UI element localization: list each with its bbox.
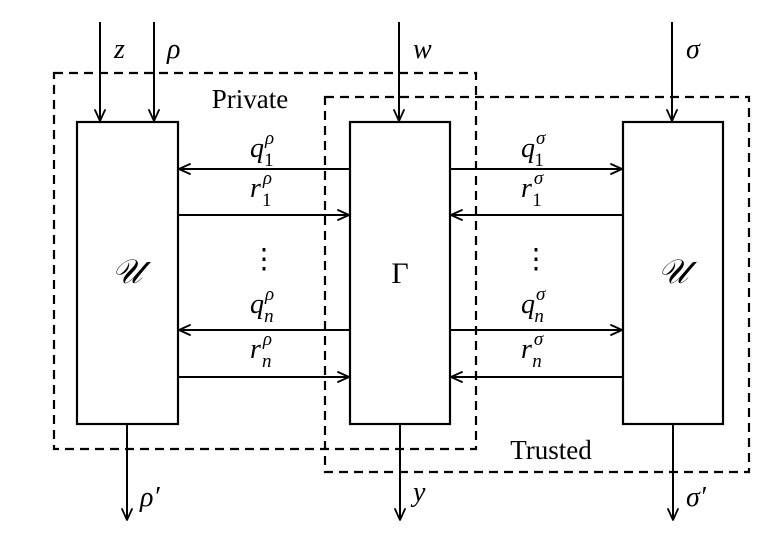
private-region (52, 71, 478, 451)
y-label: y (410, 477, 426, 508)
sigma-prime-label: σ′ (686, 482, 707, 513)
gamma-box (348, 120, 452, 426)
w-label: w (413, 34, 432, 65)
z-label: z (113, 34, 125, 65)
sigma-label: σ (686, 34, 701, 65)
trusted-region (323, 95, 751, 474)
trusted-label: Trusted (510, 435, 592, 465)
rho-prime-label: ρ′ (139, 482, 160, 513)
rho-label: ρ (166, 34, 180, 65)
left-u-box (75, 120, 180, 426)
left-ellipsis: ⋮ (250, 244, 278, 275)
private-label: Private (212, 84, 288, 114)
right-u-box (621, 120, 725, 426)
gamma-label: Γ (391, 257, 408, 290)
right-ellipsis: ⋮ (522, 244, 550, 275)
